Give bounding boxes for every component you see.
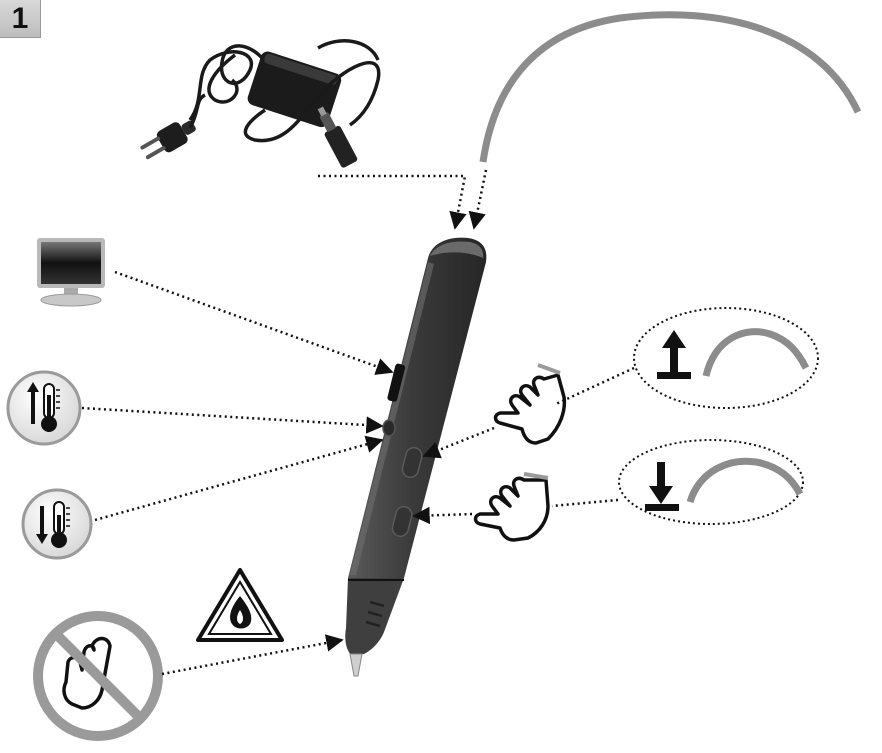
do-not-touch-icon — [33, 611, 163, 741]
load-arrow — [424, 366, 635, 456]
pointing-hand-icon — [473, 472, 550, 542]
hot-surface-warning-icon — [196, 568, 284, 642]
power-adapter-icon — [140, 39, 381, 168]
display-arrow — [114, 270, 394, 375]
adapter-arrow — [318, 174, 467, 230]
nozzle-arrow — [161, 634, 344, 676]
display-monitor-icon — [37, 238, 105, 307]
temp-up-arrow — [81, 406, 384, 434]
filament-arrow — [468, 169, 488, 230]
filament-unload-icon — [618, 439, 804, 525]
temp-down-arrow — [94, 435, 384, 522]
filament-strand-icon — [479, 11, 862, 163]
filament-load-icon — [633, 307, 819, 409]
pointing-hand-icon — [493, 363, 567, 445]
page-number-badge: 1 — [0, 0, 41, 38]
unload-arrow — [414, 500, 619, 516]
temperature-down-icon — [21, 488, 93, 560]
3d-pen-body — [345, 237, 487, 677]
page-number: 1 — [11, 1, 29, 35]
temperature-up-icon — [6, 370, 82, 446]
